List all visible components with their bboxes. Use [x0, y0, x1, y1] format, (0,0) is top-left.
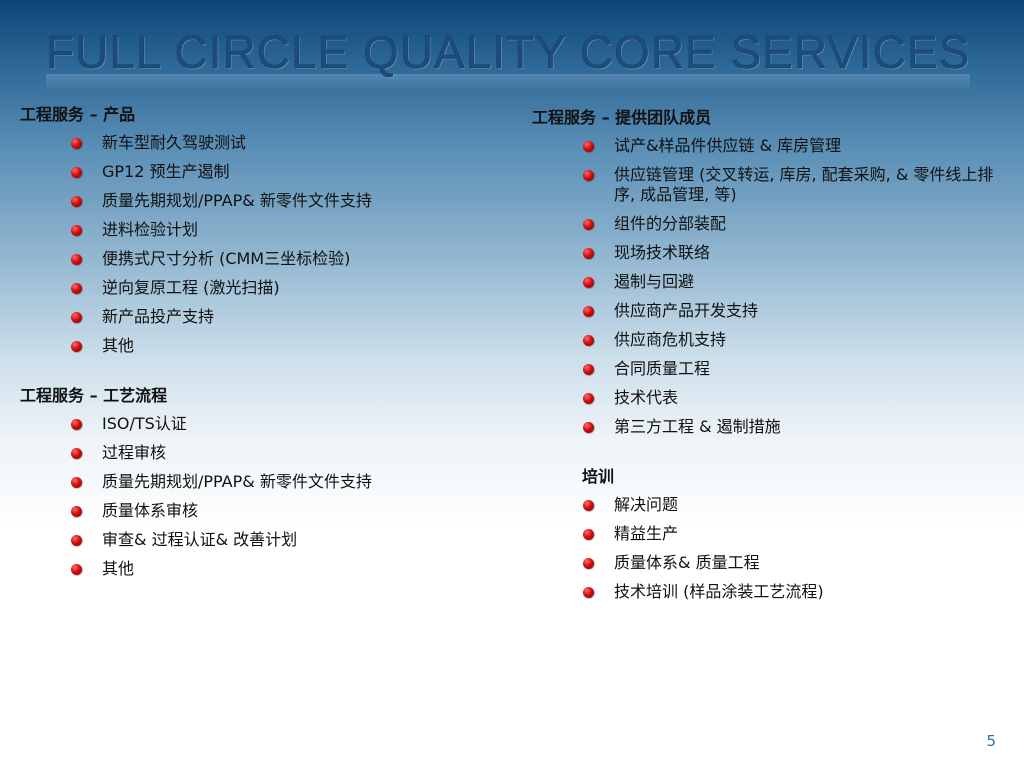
- list-item: 逆向复原工程 (激光扫描): [20, 278, 500, 298]
- bullet-icon: [583, 335, 594, 346]
- bullet-icon: [583, 558, 594, 569]
- list-item: 组件的分部装配: [532, 214, 1007, 234]
- list-item: 其他: [20, 559, 500, 579]
- bullet-icon: [583, 248, 594, 259]
- product-services-list: 新车型耐久驾驶测试 GP12 预生产遏制 质量先期规划/PPAP& 新零件文件支…: [20, 133, 500, 356]
- list-item: 其他: [20, 336, 500, 356]
- bullet-icon: [71, 138, 82, 149]
- list-item: 新产品投产支持: [20, 307, 500, 327]
- list-item: 新车型耐久驾驶测试: [20, 133, 500, 153]
- slide-title: FULL CIRCLE QUALITY CORE SERVICES: [46, 26, 970, 92]
- page-number: 5: [986, 732, 996, 750]
- bullet-icon: [583, 587, 594, 598]
- left-column: 工程服务 – 产品 新车型耐久驾驶测试 GP12 预生产遏制 质量先期规划/PP…: [20, 104, 500, 588]
- bullet-icon: [583, 364, 594, 375]
- list-item: 质量先期规划/PPAP& 新零件文件支持: [20, 191, 500, 211]
- list-item: 质量体系审核: [20, 501, 500, 521]
- section-heading-product: 工程服务 – 产品: [20, 105, 136, 124]
- bullet-icon: [583, 422, 594, 433]
- list-item: GP12 预生产遏制: [20, 162, 500, 182]
- team-services-list: 试产&样品件供应链 & 库房管理 供应链管理 (交叉转运, 库房, 配套采购, …: [532, 136, 1007, 437]
- bullet-icon: [71, 254, 82, 265]
- bullet-icon: [71, 564, 82, 575]
- list-item: 第三方工程 & 遏制措施: [532, 417, 1007, 437]
- bullet-icon: [583, 277, 594, 288]
- list-item: ISO/TS认证: [20, 414, 500, 434]
- bullet-icon: [71, 419, 82, 430]
- bullet-icon: [583, 219, 594, 230]
- section-heading-team: 工程服务 – 提供团队成员: [532, 108, 712, 127]
- right-column: 工程服务 – 提供团队成员 试产&样品件供应链 & 库房管理 供应链管理 (交叉…: [532, 107, 1007, 611]
- list-item: 供应商产品开发支持: [532, 301, 1007, 321]
- bullet-icon: [71, 225, 82, 236]
- list-item: 供应商危机支持: [532, 330, 1007, 350]
- bullet-icon: [71, 506, 82, 517]
- bullet-icon: [583, 529, 594, 540]
- list-item: 遏制与回避: [532, 272, 1007, 292]
- list-item: 合同质量工程: [532, 359, 1007, 379]
- bullet-icon: [583, 170, 594, 181]
- list-item: 精益生产: [532, 524, 1007, 544]
- list-item: 质量先期规划/PPAP& 新零件文件支持: [20, 472, 500, 492]
- bullet-icon: [71, 312, 82, 323]
- list-item: 质量体系& 质量工程: [532, 553, 1007, 573]
- list-item: 试产&样品件供应链 & 库房管理: [532, 136, 1007, 156]
- bullet-icon: [583, 500, 594, 511]
- bullet-icon: [583, 141, 594, 152]
- list-item: 解决问题: [532, 495, 1007, 515]
- list-item: 技术代表: [532, 388, 1007, 408]
- bullet-icon: [71, 535, 82, 546]
- list-item: 过程审核: [20, 443, 500, 463]
- bullet-icon: [71, 196, 82, 207]
- bullet-icon: [71, 448, 82, 459]
- training-list: 解决问题 精益生产 质量体系& 质量工程 技术培训 (样品涂装工艺流程): [532, 495, 1007, 602]
- section-heading-training: 培训: [582, 467, 615, 486]
- bullet-icon: [583, 306, 594, 317]
- bullet-icon: [71, 283, 82, 294]
- list-item: 现场技术联络: [532, 243, 1007, 263]
- bullet-icon: [71, 341, 82, 352]
- list-item: 便携式尺寸分析 (CMM三坐标检验): [20, 249, 500, 269]
- bullet-icon: [583, 393, 594, 404]
- section-heading-process: 工程服务 – 工艺流程: [20, 386, 168, 405]
- list-item: 技术培训 (样品涂装工艺流程): [532, 582, 1007, 602]
- list-item: 进料检验计划: [20, 220, 500, 240]
- process-services-list: ISO/TS认证 过程审核 质量先期规划/PPAP& 新零件文件支持 质量体系审…: [20, 414, 500, 579]
- list-item: 供应链管理 (交叉转运, 库房, 配套采购, & 零件线上排序, 成品管理, 等…: [532, 165, 1007, 205]
- list-item: 审查& 过程认证& 改善计划: [20, 530, 500, 550]
- bullet-icon: [71, 167, 82, 178]
- bullet-icon: [71, 477, 82, 488]
